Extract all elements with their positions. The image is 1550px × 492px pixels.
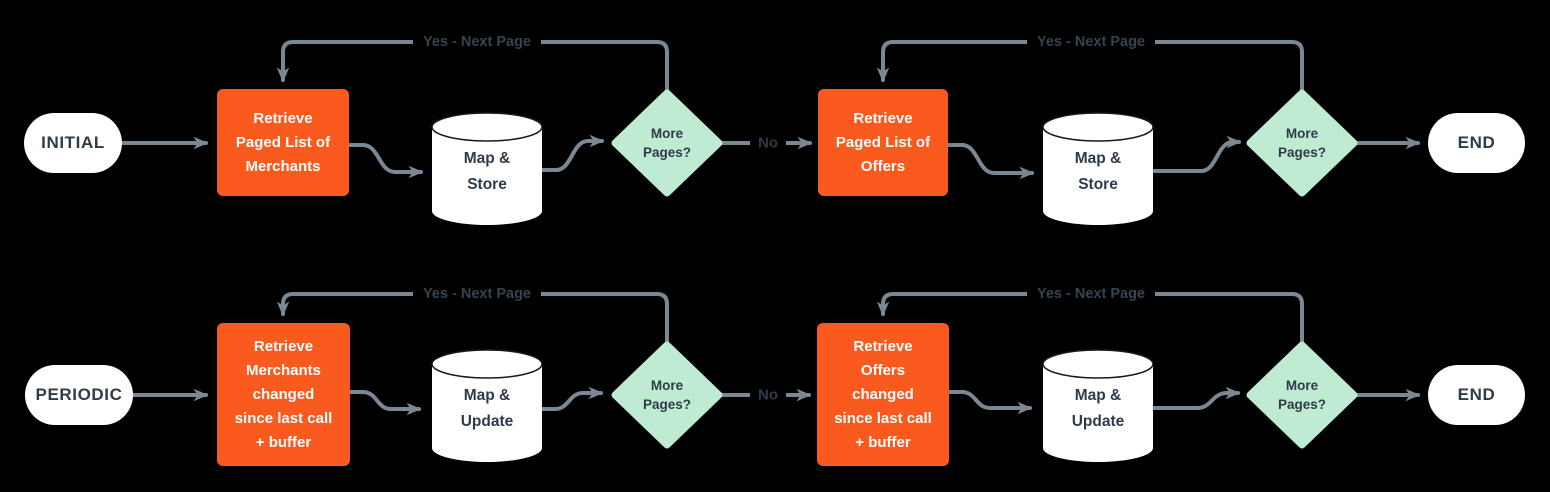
- map-update-cylinder-1: [431, 349, 543, 462]
- no-label-2: No: [750, 385, 786, 405]
- more-pages-label-2-wrap: More Pages?: [1250, 93, 1354, 193]
- connector-map-store-to-more-pages-2: [1151, 135, 1242, 173]
- map-store-label-2-wrap: Map & Store: [1043, 127, 1153, 217]
- map-update-label-2-wrap: Map & Update: [1043, 364, 1153, 454]
- map-store-label-1-wrap: Map & Store: [432, 127, 542, 217]
- initial-terminal-node: INITIAL: [24, 113, 122, 173]
- map-store-cylinder-1: [431, 112, 543, 225]
- retrieve-offers-changed-label: Retrieve Offers changed since last call …: [834, 337, 932, 451]
- map-store-cylinder-2: [1042, 112, 1154, 225]
- connector-map-store-to-more-pages-1: [540, 134, 605, 172]
- connector-map-update-to-more-pages-2: [1151, 386, 1241, 410]
- no-label-1: No: [750, 133, 786, 153]
- more-pages-diamond-2: [1246, 89, 1358, 197]
- map-store-label-1: Map & Store: [463, 150, 511, 193]
- yes-next-page-label-4: Yes - Next Page: [1027, 285, 1155, 303]
- more-pages-diamond-3: [611, 341, 723, 449]
- more-pages-label-4: More Pages?: [1277, 378, 1327, 412]
- retrieve-paged-offers-label: Retrieve Paged List of Offers: [835, 109, 931, 175]
- map-update-cylinder-2: [1042, 349, 1154, 462]
- more-pages-diamond-4: [1246, 341, 1358, 449]
- connector-retrieve-offers-to-map-store: [946, 143, 1035, 180]
- more-pages-label-3-wrap: More Pages?: [615, 345, 719, 445]
- map-update-label-2: Map & Update: [1071, 387, 1125, 430]
- more-pages-label-3: More Pages?: [642, 378, 692, 412]
- initial-terminal-label: INITIAL: [41, 133, 105, 152]
- connector-retrieve-merchants-to-map-update: [348, 390, 422, 416]
- yes-next-page-label-3: Yes - Next Page: [413, 285, 541, 303]
- retrieve-paged-offers-box: Retrieve Paged List of Offers: [818, 89, 948, 196]
- more-pages-diamond-1: [611, 89, 723, 197]
- end-terminal-label-1: END: [1457, 133, 1496, 152]
- end-terminal-node-2: END: [1428, 365, 1525, 425]
- more-pages-label-2: More Pages?: [1277, 126, 1327, 160]
- map-store-label-2: Map & Store: [1074, 150, 1122, 193]
- retrieve-paged-merchants-box: Retrieve Paged List of Merchants: [217, 89, 349, 196]
- retrieve-merchants-changed-label: Retrieve Merchants changed since last ca…: [234, 337, 333, 451]
- retrieve-offers-changed-box: Retrieve Offers changed since last call …: [817, 323, 949, 466]
- more-pages-label-1-wrap: More Pages?: [615, 93, 719, 193]
- map-update-label-1-wrap: Map & Update: [432, 364, 542, 454]
- more-pages-label-4-wrap: More Pages?: [1250, 345, 1354, 445]
- yes-next-page-label-2: Yes - Next Page: [1027, 33, 1155, 51]
- connector-map-update-to-more-pages-1: [540, 386, 604, 411]
- more-pages-label-1: More Pages?: [642, 126, 692, 160]
- end-terminal-label-2: END: [1457, 385, 1496, 404]
- map-update-label-1: Map & Update: [460, 387, 514, 430]
- yes-next-page-label-1: Yes - Next Page: [413, 33, 541, 51]
- retrieve-merchants-changed-box: Retrieve Merchants changed since last ca…: [217, 323, 350, 466]
- end-terminal-node-1: END: [1428, 113, 1525, 173]
- connector-retrieve-merchants-to-map-store: [347, 143, 424, 179]
- connector-retrieve-offers-to-map-update: [947, 390, 1033, 415]
- periodic-terminal-node: PERIODIC: [25, 365, 133, 425]
- periodic-terminal-label: PERIODIC: [35, 385, 123, 404]
- retrieve-paged-merchants-label: Retrieve Paged List of Merchants: [235, 109, 331, 175]
